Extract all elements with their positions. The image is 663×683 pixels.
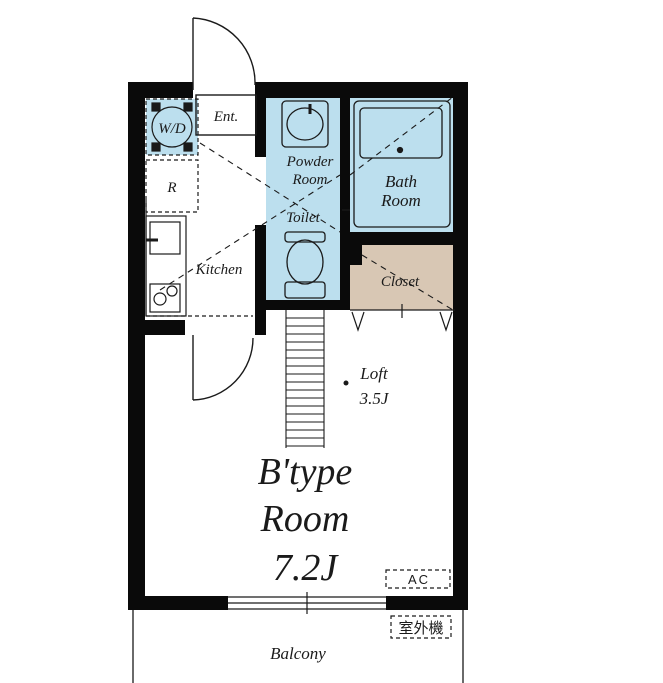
kitchen-door[interactable] bbox=[192, 335, 254, 401]
loft-marker bbox=[343, 380, 349, 386]
toilet-label: Toilet bbox=[286, 210, 320, 226]
balcony-window[interactable] bbox=[228, 592, 386, 614]
washer-dryer bbox=[151, 102, 193, 152]
outdoor-unit-label: 室外機 bbox=[398, 619, 443, 637]
entrance-opening bbox=[193, 82, 255, 98]
room-size-label: 7.2J bbox=[273, 547, 340, 589]
ac-label: AC bbox=[408, 572, 430, 587]
refrigerator-label: R bbox=[166, 180, 176, 196]
powder-room-label-line2: Room bbox=[292, 172, 328, 188]
entrance-door[interactable] bbox=[192, 17, 257, 136]
bath-room-label-line2: Room bbox=[380, 191, 421, 210]
balcony-label: Balcony bbox=[270, 644, 326, 663]
closet-label: Closet bbox=[381, 274, 420, 290]
kitchen-counter bbox=[145, 200, 253, 317]
powder-room-label-line1: Powder bbox=[286, 154, 334, 170]
loft-ladder[interactable] bbox=[285, 310, 325, 448]
closet-doors bbox=[350, 304, 455, 332]
bathtub bbox=[342, 100, 451, 228]
bath-room-area bbox=[350, 97, 455, 232]
ceiling-lines bbox=[159, 96, 454, 311]
loft-size-label: 3.5J bbox=[359, 389, 390, 408]
bath-room-label-line1: Bath bbox=[385, 172, 417, 191]
closet-area bbox=[350, 245, 455, 310]
entrance-label: Ent. bbox=[213, 109, 239, 125]
washer-dryer-label: W/D bbox=[158, 121, 186, 137]
ac-unit bbox=[385, 569, 451, 589]
room-name-label: Room bbox=[260, 498, 350, 540]
outdoor-unit bbox=[390, 615, 452, 639]
room-type-label: B'type bbox=[258, 451, 353, 493]
loft-label: Loft bbox=[359, 364, 389, 383]
toilet-fixture bbox=[284, 231, 326, 299]
balcony bbox=[132, 610, 464, 683]
vanity-sink bbox=[281, 100, 329, 148]
kitchen-label: Kitchen bbox=[195, 262, 243, 278]
refrigerator-space bbox=[145, 159, 199, 213]
